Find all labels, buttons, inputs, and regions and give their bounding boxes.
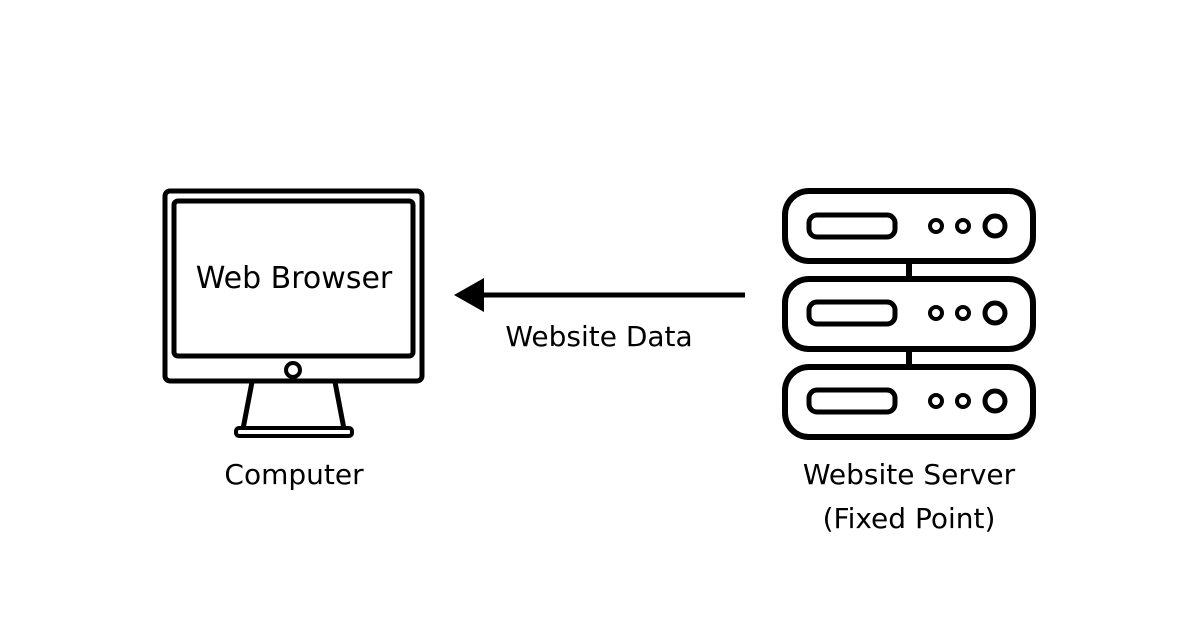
server-unit bbox=[782, 276, 1036, 352]
monitor-screen bbox=[171, 198, 416, 359]
server-caption-line1: Website Server bbox=[803, 458, 1016, 491]
status-light bbox=[928, 393, 944, 409]
server-rack-icon bbox=[782, 188, 1036, 440]
computer-caption: Computer bbox=[224, 458, 364, 491]
status-light bbox=[982, 300, 1008, 326]
status-light bbox=[955, 218, 971, 234]
monitor-frame bbox=[162, 188, 425, 384]
server-unit bbox=[782, 364, 1036, 440]
status-light bbox=[928, 218, 944, 234]
status-light bbox=[928, 305, 944, 321]
arrow-left-icon bbox=[454, 278, 745, 312]
server-caption-line2: (Fixed Point) bbox=[823, 502, 996, 535]
monitor-icon bbox=[162, 188, 425, 438]
drive-slot bbox=[806, 299, 898, 327]
status-light bbox=[955, 393, 971, 409]
drive-slot bbox=[806, 387, 898, 415]
drive-slot bbox=[806, 212, 898, 240]
monitor-stand bbox=[240, 381, 347, 432]
status-light bbox=[982, 213, 1008, 239]
web-browser-label: Web Browser bbox=[196, 261, 393, 296]
monitor-power-button bbox=[284, 361, 302, 379]
server-unit bbox=[782, 188, 1036, 264]
monitor-base bbox=[234, 426, 354, 438]
arrow-head bbox=[454, 278, 484, 312]
status-light bbox=[955, 305, 971, 321]
website-data-label: Website Data bbox=[505, 320, 692, 353]
status-light bbox=[982, 388, 1008, 414]
